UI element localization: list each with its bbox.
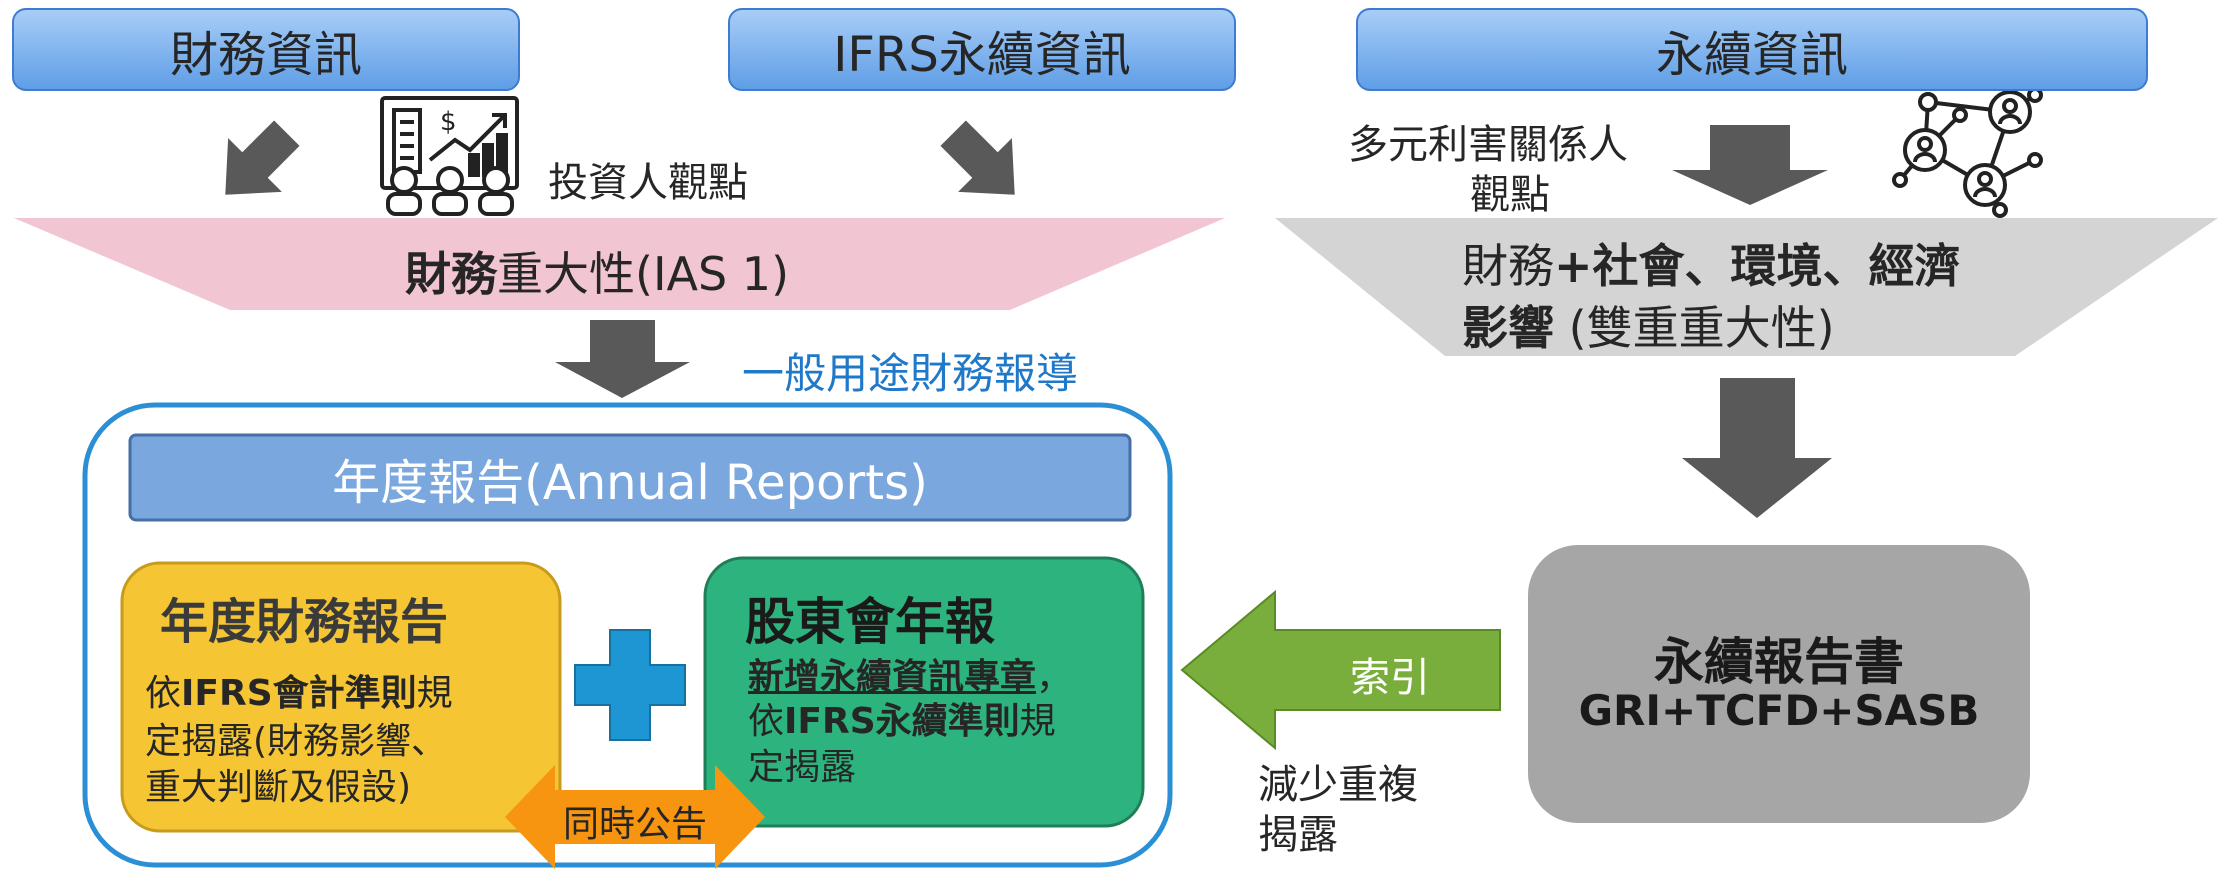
annual-financial-report-l2: 定揭露(財務影響、 — [145, 721, 448, 762]
financial-info-pill: 財務資訊 — [12, 8, 520, 91]
index-left-arrow — [1180, 589, 1501, 751]
sr-l2-pre: 依 — [748, 701, 785, 742]
stakeholder-view-line1: 多元利害關係人 — [1348, 122, 1628, 168]
double-materiality-l1-bold: +社會、環境、經濟 — [1554, 239, 1961, 293]
afr-l1-pre: 依 — [145, 673, 182, 714]
sustainability-info-label: 永續資訊 — [1655, 26, 1848, 83]
shareholder-report-l2: 依IFRS永續準則規 — [748, 692, 1056, 744]
ifrs-sustainability-info-label: IFRS永續資訊 — [833, 26, 1131, 83]
down-left-arrow-icon — [940, 120, 1015, 195]
annual-financial-report-l1: 依IFRS會計準則規 — [145, 664, 453, 716]
double-materiality-l1-normal: 財務 — [1462, 239, 1554, 293]
shareholder-report-l3: 定揭露 — [748, 747, 857, 788]
reduce-dup-line2: 揭露 — [1258, 812, 1338, 858]
general-purpose-label: 一般用途財務報導 — [742, 349, 1079, 398]
index-label: 索引 — [1350, 655, 1430, 701]
network-people-icon — [1892, 87, 2043, 218]
annual-reports-bar — [128, 433, 1132, 522]
shareholder-report-new-chapter: 新增永續資訊專章 — [748, 657, 1037, 698]
annual-report-frame — [82, 402, 1173, 868]
simultaneous-label: 同時公告 — [562, 804, 707, 845]
financial-materiality-text: 財務重大性(IAS 1) — [405, 238, 789, 304]
annual-financial-report-box — [120, 561, 562, 833]
sustainability-info-pill: 永續資訊 — [1356, 8, 2148, 91]
plus-cross-icon — [574, 629, 686, 741]
sr-l2-post: 規 — [1019, 701, 1056, 742]
investor-view-label: 投資人觀點 — [548, 160, 748, 206]
double-materiality-l2-bold: 影響 — [1462, 301, 1554, 355]
annual-financial-report-l3: 重大判斷及假設) — [145, 767, 412, 808]
right-down-arrow — [1682, 378, 1832, 518]
annual-financial-report-title: 年度財務報告 — [160, 594, 449, 650]
svg-text:$: $ — [440, 107, 457, 137]
stakeholder-down-arrow — [1672, 125, 1828, 205]
financial-info-label: 財務資訊 — [169, 26, 362, 83]
sr-l2-bold: IFRS永續準則 — [784, 701, 1020, 742]
shareholder-report-title: 股東會年報 — [745, 593, 995, 651]
double-materiality-line2: 影響 (雙重重大性) — [1462, 292, 1835, 358]
investor-meeting-icon: $ — [380, 96, 519, 216]
double-materiality-line1: 財務+社會、環境、經濟 — [1462, 230, 1961, 296]
shareholder-report-l1: 新增永續資訊專章， — [748, 648, 1072, 700]
materiality-down-arrow — [555, 320, 690, 398]
financial-materiality-bold: 財務 — [405, 247, 497, 301]
shareholder-report-box — [703, 556, 1145, 828]
ifrs-sustainability-info-pill: IFRS永續資訊 — [728, 8, 1236, 91]
sustainability-report-standards: GRI+TCFD+SASB — [1578, 686, 1980, 735]
financial-materiality-rest: 重大性(IAS 1) — [497, 247, 790, 301]
sustainability-report-title: 永續報告書 — [1654, 633, 1904, 691]
sustainability-report-box — [1528, 545, 2030, 823]
financial-materiality-funnel — [14, 218, 1225, 310]
afr-l1-post: 規 — [416, 673, 453, 714]
shareholder-report-l1-post: ， — [1036, 657, 1073, 698]
annual-reports-title: 年度報告(Annual Reports) — [332, 455, 928, 511]
stakeholder-view-line2: 觀點 — [1470, 172, 1550, 218]
afr-l1-bold: IFRS會計準則 — [181, 673, 417, 714]
double-materiality-l2-normal: (雙重重大性) — [1554, 301, 1835, 355]
simultaneous-double-arrow — [505, 765, 765, 869]
reduce-dup-line1: 減少重複 — [1258, 762, 1418, 808]
double-materiality-funnel — [1275, 218, 2218, 356]
down-right-arrow-icon — [225, 120, 300, 195]
